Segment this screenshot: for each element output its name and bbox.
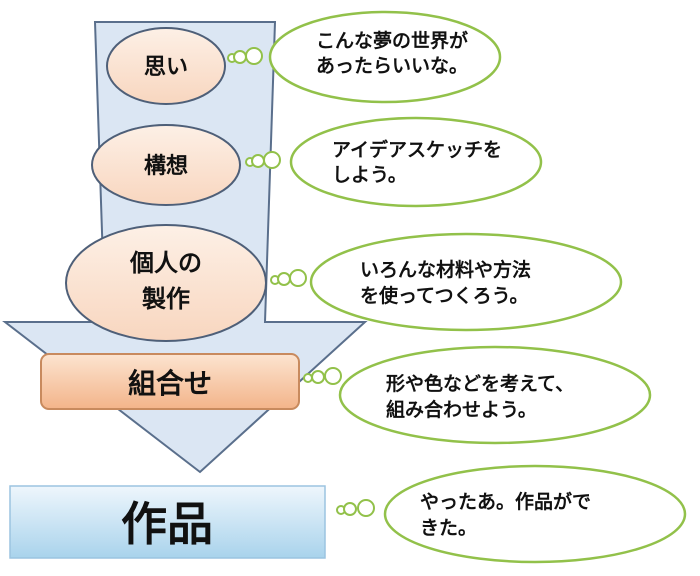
- bubble-kousou-line2: しよう。: [332, 164, 407, 186]
- bubble-kumiawase-cloud: [338, 345, 652, 445]
- bubble-kojin-line2: を使ってつくろう。: [360, 285, 529, 307]
- bubble-kumiawase-dot-small: [303, 373, 313, 383]
- thought-bubble-kojin: いろんな材料や方法 を使ってつくろう。: [270, 232, 623, 332]
- bubble-omoi-line1: こんな夢の世界が: [316, 29, 468, 52]
- bubble-omoi-dot-medium: [233, 50, 247, 64]
- step-omoi: 思い: [106, 27, 226, 105]
- thought-bubble-kumiawase: 形や色などを考えて、 組み合わせよう。: [303, 345, 652, 445]
- bubble-omoi-line2: あったらいいな。: [316, 55, 468, 77]
- bubble-kojin-cloud: [309, 232, 623, 332]
- step-kumiawase-label: 組合せ: [128, 367, 212, 400]
- step-kojin: 個人の 製作: [65, 224, 267, 342]
- bubble-kojin-dot-large: [289, 269, 307, 287]
- step-kojin-label-line2: 製作: [142, 285, 190, 313]
- step-kumiawase: 組合せ: [40, 353, 300, 410]
- step-sakuhin: 作品: [9, 485, 326, 559]
- thought-bubble-omoi: こんな夢の世界が あったらいいな。: [227, 10, 502, 104]
- bubble-kousou-cloud: [289, 116, 543, 208]
- step-kousou-ellipse: [91, 124, 241, 206]
- bubble-omoi-dot-large: [245, 47, 263, 65]
- bubble-kojin-line1: いろんな材料や方法: [360, 258, 531, 281]
- bubble-kojin-dot-medium: [277, 272, 291, 286]
- step-omoi-ellipse: [106, 27, 226, 105]
- bubble-sakuhin-line2: きた。: [420, 517, 477, 539]
- bubble-kumiawase-line1: 形や色などを考えて、: [386, 372, 574, 395]
- step-sakuhin-label: 作品: [121, 497, 213, 551]
- step-kumiawase-box: [40, 353, 300, 410]
- bubble-kumiawase-dot-medium: [311, 370, 325, 384]
- bubble-sakuhin-cloud: [383, 464, 687, 564]
- bubble-sakuhin-dot-medium: [343, 502, 357, 516]
- step-omoi-label: 思い: [144, 55, 188, 80]
- bubble-kousou-dot-medium: [251, 154, 265, 168]
- step-kousou: 構想: [91, 124, 241, 206]
- bubble-omoi-cloud: [268, 10, 502, 104]
- bubble-kousou-dot-large: [263, 151, 281, 169]
- bubble-kumiawase-line2: 組み合わせよう。: [386, 398, 537, 421]
- thought-bubbles: こんな夢の世界が あったらいいな。 アイデアスケッチを しよう。 いろんな材料や…: [227, 10, 687, 564]
- bubble-sakuhin-line1: やったあ。作品がで: [420, 490, 591, 513]
- bubble-sakuhin-dot-large: [357, 499, 375, 517]
- bubble-kousou-line1: アイデアスケッチを: [332, 138, 502, 161]
- step-kojin-ellipse: [65, 224, 267, 342]
- step-sakuhin-box: [9, 485, 326, 559]
- bubble-kumiawase-dot-large: [324, 367, 342, 385]
- step-kousou-label: 構想: [144, 153, 188, 179]
- thought-bubble-sakuhin: やったあ。作品がで きた。: [336, 464, 687, 564]
- step-kojin-label-line1: 個人の: [129, 249, 202, 277]
- thought-bubble-kousou: アイデアスケッチを しよう。: [245, 116, 543, 208]
